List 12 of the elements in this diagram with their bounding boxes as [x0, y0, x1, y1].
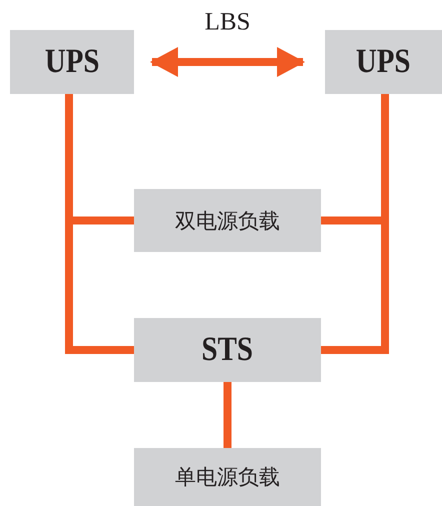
node-label: 单电源负载	[175, 464, 280, 491]
node-label: UPS	[44, 43, 100, 81]
process-box	[325, 30, 442, 94]
double-arrow	[150, 47, 305, 77]
node-label: STS	[202, 331, 254, 369]
process-box	[134, 448, 321, 506]
node-label: 双电源负载	[175, 208, 280, 234]
process-box	[134, 189, 321, 252]
connector-line	[224, 382, 232, 448]
process-box	[10, 30, 134, 94]
node-label: UPS	[356, 43, 411, 81]
process-box	[134, 318, 321, 382]
